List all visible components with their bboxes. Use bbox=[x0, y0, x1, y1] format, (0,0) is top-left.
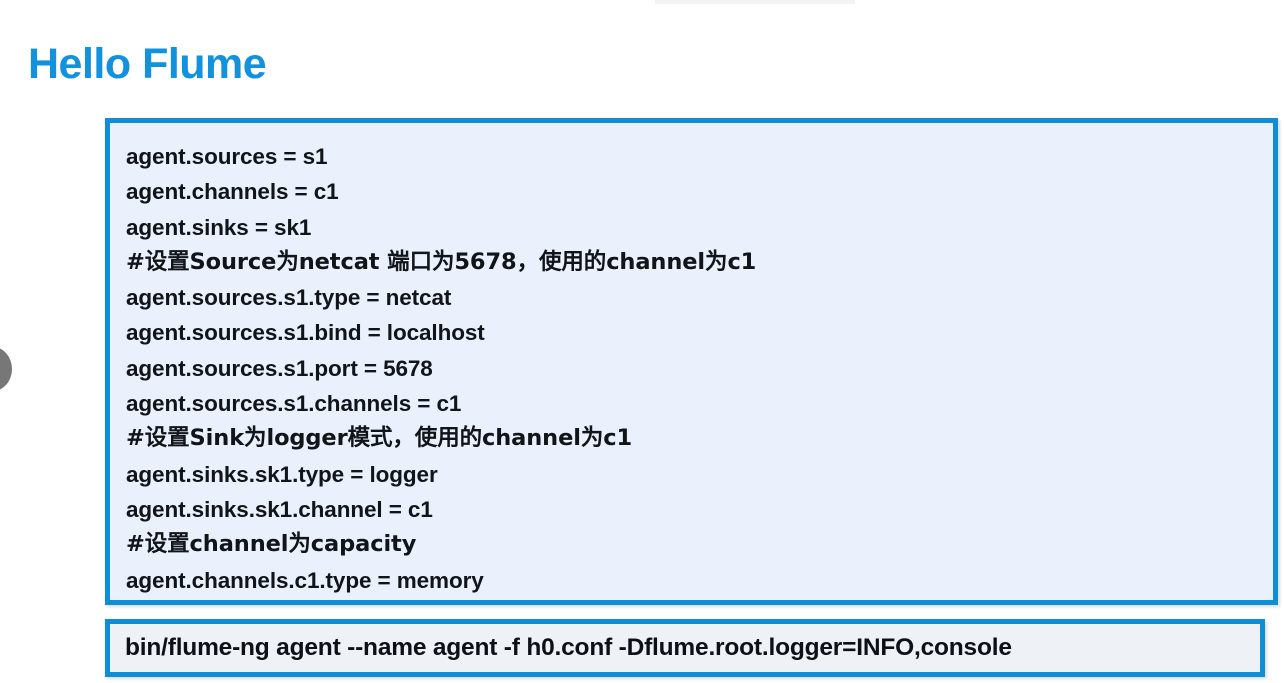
previous-slide-button[interactable] bbox=[0, 347, 12, 391]
flume-config-code-block: agent.sources = s1 agent.channels = c1 age… bbox=[105, 118, 1278, 605]
flume-command-block: bin/flume-ng agent --name agent -f h0.co… bbox=[105, 619, 1265, 677]
code-line: #设置channel为capacity bbox=[126, 531, 417, 558]
code-line: agent.sinks = sk1 bbox=[126, 214, 312, 240]
code-line: agent.sources.s1.channels = c1 bbox=[126, 391, 462, 417]
code-line: agent.channels.c1.type = memory bbox=[126, 567, 484, 593]
code-line: agent.sinks.sk1.channel = c1 bbox=[126, 496, 433, 522]
code-line: agent.sources.s1.type = netcat bbox=[126, 285, 452, 311]
code-line: agent.sources.s1.bind = localhost bbox=[126, 320, 485, 346]
code-line: agent.sources.s1.port = 5678 bbox=[126, 355, 433, 381]
command-text: bin/flume-ng agent --name agent -f h0.co… bbox=[125, 634, 1012, 661]
code-line-list: agent.sources = s1 agent.channels = c1 age… bbox=[126, 139, 1267, 598]
code-line: #设置Source为netcat 端口为5678，使用的channel为c1 bbox=[126, 248, 757, 275]
code-line: agent.sinks.sk1.type = logger bbox=[126, 461, 438, 487]
page-title: Hello Flume bbox=[28, 39, 267, 88]
code-line: #设置Sink为logger模式，使用的channel为c1 bbox=[126, 425, 633, 452]
code-line: agent.sources = s1 bbox=[126, 144, 328, 169]
top-edge-band bbox=[655, 0, 855, 4]
code-line: agent.channels = c1 bbox=[126, 179, 339, 205]
